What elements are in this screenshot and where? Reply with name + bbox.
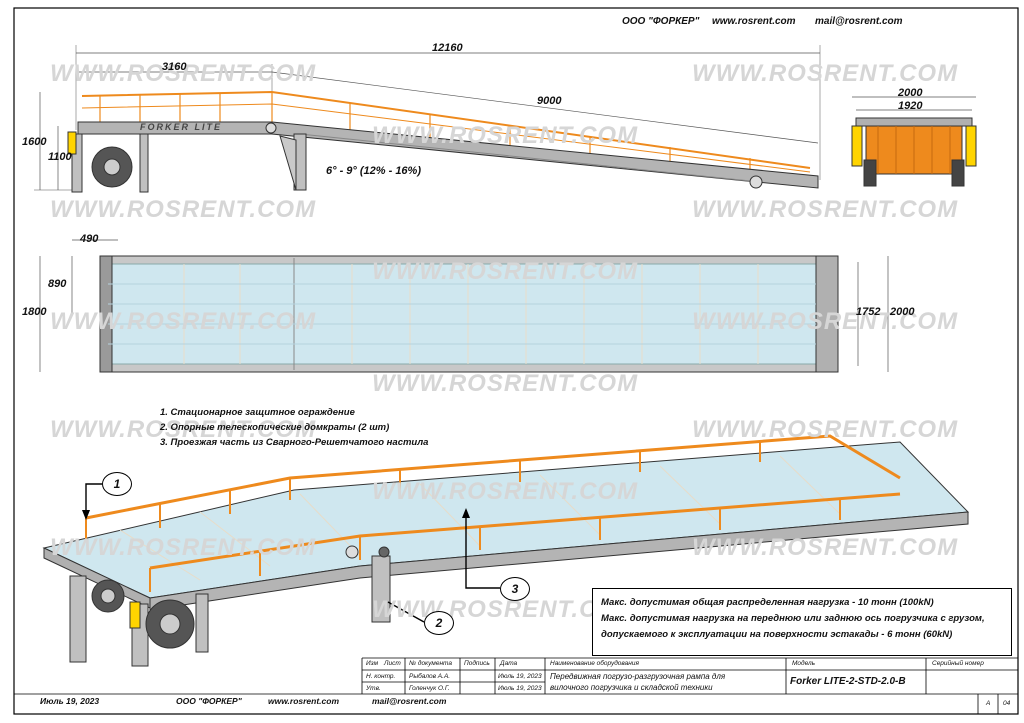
dim-end-outer-width: 2000 [898, 87, 923, 99]
watermark: WWW.ROSRENT.COM [692, 534, 959, 561]
tb-row1-date: Июль 19, 2023 [498, 673, 542, 680]
header-email: mail@rosrent.com [815, 16, 903, 27]
dim-deck-width: 1752 [856, 306, 881, 318]
watermark: WWW.ROSRENT.COM [50, 308, 317, 335]
tb-equipment-line2: вилочного погрузчика и складской техники [550, 683, 713, 692]
plan-view [39, 239, 889, 373]
dim-left-offset: 490 [80, 233, 99, 245]
sheet-frame [13, 7, 1019, 715]
tb-model: Forker LITE-2-STD-2.0-B [790, 676, 906, 687]
dim-overall-length: 12160 [432, 42, 463, 54]
watermark: WWW.ROSRENT.COM [692, 60, 959, 87]
callout-1: 1 [102, 472, 132, 496]
load-notes: Макс. допустимая общая распределенная на… [592, 588, 1012, 656]
tb-model-label: Модель [792, 660, 816, 667]
dim-end-inner-width: 1920 [898, 100, 923, 112]
tb-row2-name: Голенчук О.Г. [409, 685, 450, 692]
load-note-3: допускаемого к эксплуатации на поверхнос… [601, 629, 953, 640]
tb-col-date: Дата [500, 660, 518, 667]
tb-row1-label: Н. контр. [366, 673, 396, 680]
footer-site: www.rosrent.com [268, 696, 340, 706]
legend-item-3: 3. Проезжая часть из Сварного-Решетчатог… [160, 437, 429, 448]
watermark: WWW.ROSRENT.COM [50, 416, 317, 443]
tb-row2-label: Утв. [366, 685, 381, 692]
side-view [34, 45, 821, 193]
load-note-2: Макс. допустимая нагрузка на переднюю ил… [601, 613, 985, 624]
load-note-1: Макс. допустимая общая распределенная на… [601, 597, 934, 608]
footer-company: ООО "ФОРКЕР" [176, 696, 242, 706]
callout-2: 2 [424, 611, 454, 635]
dim-height-max: 1600 [22, 136, 47, 148]
header-company: ООО "ФОРКЕР" [622, 16, 700, 27]
tb-equipment-line1: Передвижная погрузо-разгрузочная рампа д… [550, 672, 726, 681]
tb-format: A [986, 700, 991, 707]
dim-ramp-length: 9000 [537, 95, 562, 107]
tb-col-sign: Подпись [464, 660, 490, 667]
watermark: WWW.ROSRENT.COM [692, 308, 959, 335]
tb-sheet: 04 [1003, 700, 1011, 707]
watermark: WWW.ROSRENT.COM [692, 196, 959, 223]
watermark: WWW.ROSRENT.COM [372, 370, 639, 397]
dim-platform-length: 3160 [162, 61, 187, 73]
watermark: WWW.ROSRENT.COM [50, 196, 317, 223]
tb-serial-label: Серийный номер [932, 660, 984, 667]
dim-slope: 6° - 9° (12% - 16%) [326, 165, 421, 177]
dim-height-min: 1100 [48, 151, 72, 163]
header-site: www.rosrent.com [712, 16, 796, 27]
dim-half-width: 890 [48, 278, 67, 290]
dim-overall-width: 2000 [890, 306, 915, 318]
watermark: WWW.ROSRENT.COM [372, 258, 639, 285]
watermark: WWW.ROSRENT.COM [50, 534, 317, 561]
footer-date: Июль 19, 2023 [40, 696, 100, 706]
end-view [851, 96, 977, 187]
tb-col-doc: № документа [409, 660, 452, 667]
legend-item-2: 2. Опорные телескопические домкраты (2 ш… [160, 422, 390, 433]
watermark: WWW.ROSRENT.COM [692, 416, 959, 443]
watermark: WWW.ROSRENT.COM [50, 60, 317, 87]
callout-3: 3 [500, 577, 530, 601]
legend-item-1: 1. Стационарное защитное ограждение [160, 407, 355, 418]
isometric-view [42, 434, 970, 667]
tb-row1-name: Рыбалов А.А. [409, 673, 451, 680]
watermark: WWW.ROSRENT.COM [372, 122, 639, 149]
dim-width-left: 1800 [22, 306, 47, 318]
tb-row2-date: Июль 19, 2023 [498, 685, 542, 692]
footer-email: mail@rosrent.com [372, 696, 447, 706]
tb-col-sheet: Лист [384, 660, 401, 667]
side-brand-label: FORKER LITE [140, 122, 222, 132]
title-block-grid [14, 657, 1018, 714]
tb-col-change: Изм [366, 660, 379, 667]
tb-equipment-label: Наименование оборудования [550, 660, 639, 667]
watermark: WWW.ROSRENT.COM [372, 478, 639, 505]
